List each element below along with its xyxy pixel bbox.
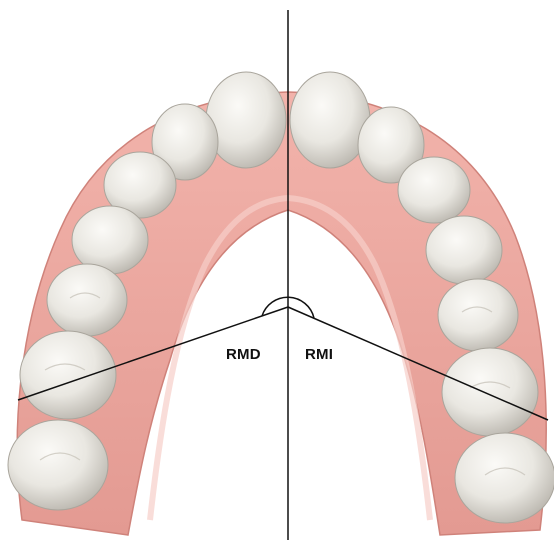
tooth-r6 xyxy=(442,348,538,436)
tooth-r5 xyxy=(438,279,518,351)
tooth-l5 xyxy=(47,264,127,336)
tooth-r7 xyxy=(455,433,554,523)
rmd-label: RMD xyxy=(226,346,261,363)
tooth-r4 xyxy=(426,216,502,284)
tooth-l6 xyxy=(20,331,116,419)
tooth-l7 xyxy=(8,420,108,510)
rmi-label: RMI xyxy=(305,346,333,363)
tooth-r1 xyxy=(290,72,370,168)
tooth-r3 xyxy=(398,157,470,223)
tooth-l1 xyxy=(206,72,286,168)
